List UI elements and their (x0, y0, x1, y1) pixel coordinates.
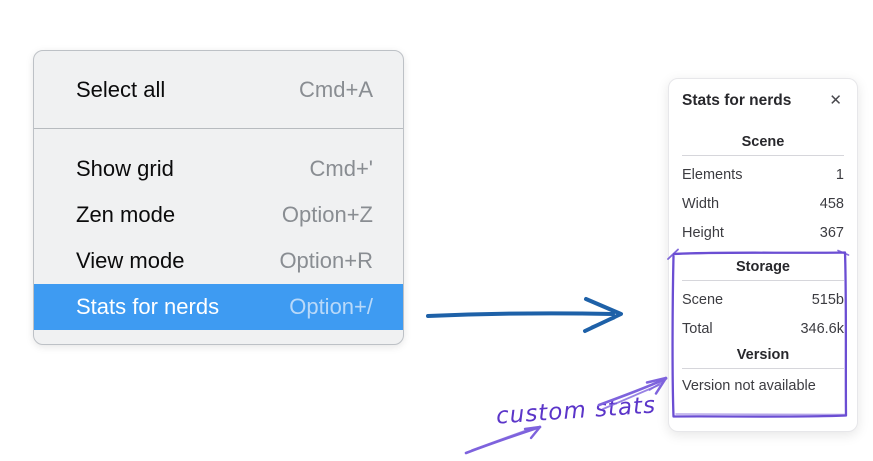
menu-item-label: Stats for nerds (76, 294, 220, 319)
stat-row-storage-scene: Scene 515b (682, 285, 844, 314)
menu-item-shortcut: Cmd+' (309, 156, 374, 181)
menu-item-label: View mode (76, 248, 185, 273)
menu-item-stats-for-nerds[interactable]: Stats for nerds Option+/ (34, 284, 403, 330)
section-divider (682, 280, 844, 281)
version-section-heading: Version (736, 347, 790, 363)
version-note: Version not available (682, 378, 816, 394)
stat-row-storage-total: Total 346.6k (682, 314, 844, 343)
stat-label: Total (682, 320, 713, 337)
stat-label: Scene (682, 291, 724, 308)
stat-value: 367 (819, 224, 844, 241)
menu-item-label: Show grid (76, 156, 174, 181)
stats-panel-header: Stats for nerds ✕ (682, 91, 844, 110)
menu-item-label: Zen mode (76, 202, 176, 227)
stat-value: 346.6k (800, 320, 844, 337)
menu-item-label: Select all (76, 76, 166, 102)
stat-row-elements: Elements 1 (682, 160, 844, 189)
menu-item-shortcut: Option+/ (289, 294, 373, 319)
menu-item-view-mode[interactable]: View mode Option+R (34, 238, 403, 284)
stat-label: Height (682, 224, 724, 241)
menu-item-zen-mode[interactable]: Zen mode Option+Z (34, 192, 403, 238)
menu-item-shortcut: Cmd+A (299, 76, 373, 102)
menu-item-select-all[interactable]: Select all Cmd+A (34, 51, 403, 128)
stat-value: 1 (835, 166, 844, 183)
menu-item-show-grid[interactable]: Show grid Cmd+' (34, 146, 403, 192)
menu-spacer (34, 129, 403, 146)
section-divider (682, 368, 844, 369)
storage-section-heading: Storage (736, 259, 790, 275)
stat-value: 515b (811, 291, 844, 308)
stat-row-height: Height 367 (682, 218, 844, 247)
annotation-custom-stats-label: custom stats (495, 392, 657, 430)
stat-value: 458 (819, 195, 844, 212)
stat-label: Elements (682, 166, 743, 183)
menu-item-shortcut: Option+R (279, 248, 373, 273)
close-icon[interactable]: ✕ (829, 92, 842, 109)
menu-item-shortcut: Option+Z (281, 202, 373, 227)
stats-panel: Stats for nerds ✕ Scene Elements 1 Width… (668, 78, 858, 432)
annotation-arrow-left (464, 425, 542, 455)
menu-divider (34, 128, 403, 129)
context-menu: Select all Cmd+A Show grid Cmd+' Zen mod… (33, 50, 404, 345)
scene-section-heading: Scene (741, 134, 785, 150)
flow-arrow (426, 297, 623, 333)
stat-label: Width (682, 195, 720, 212)
section-divider (682, 155, 844, 156)
stats-panel-title: Stats for nerds (682, 91, 792, 109)
stat-row-width: Width 458 (682, 189, 844, 218)
